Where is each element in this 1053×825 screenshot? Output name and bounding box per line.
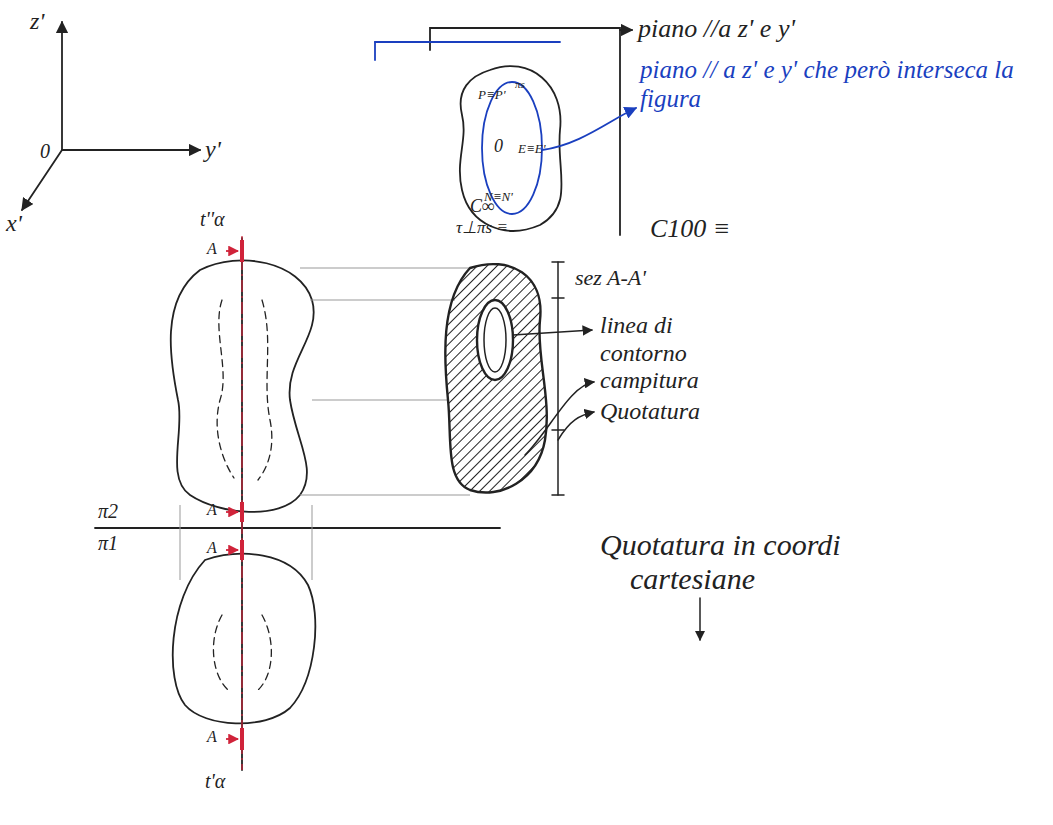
trace-label: t'α bbox=[205, 770, 225, 793]
axis-label: x' bbox=[6, 210, 22, 238]
axis-label: z' bbox=[30, 8, 44, 36]
plane-note: piano //a z' e y' bbox=[638, 14, 795, 44]
view-label: τ⊥πs ≡ bbox=[456, 218, 508, 238]
section-letter: A bbox=[207, 501, 217, 519]
axis-line bbox=[241, 238, 243, 770]
plane-label: π1 bbox=[98, 532, 118, 555]
leader-line bbox=[558, 412, 594, 440]
section-marks bbox=[226, 236, 242, 770]
section-plane bbox=[375, 41, 560, 43]
leader-line bbox=[525, 382, 594, 455]
z-axis bbox=[61, 22, 63, 150]
section-title: sez A-A' bbox=[575, 265, 646, 290]
note-text: cartesiane bbox=[630, 562, 755, 597]
point-label: πs bbox=[515, 78, 525, 91]
note-text: Quotatura in coordi bbox=[600, 528, 841, 563]
hidden-line bbox=[217, 300, 272, 480]
plane-label: π2 bbox=[98, 500, 118, 523]
axis-label: y' bbox=[205, 136, 221, 164]
callout-label: campitura bbox=[600, 367, 699, 395]
callout-label: linea di contorno bbox=[600, 312, 730, 367]
view-label: C∞ bbox=[470, 196, 495, 217]
top-view bbox=[173, 554, 316, 724]
front-view bbox=[171, 260, 314, 511]
hatched-section bbox=[445, 264, 547, 492]
leader-line bbox=[620, 29, 632, 31]
construction-lines bbox=[180, 268, 470, 580]
callout-label: Quotatura bbox=[600, 398, 700, 426]
origin-label: 0 bbox=[40, 140, 50, 163]
leader-line bbox=[542, 108, 636, 150]
hole-contour bbox=[477, 300, 513, 380]
down-arrow bbox=[699, 598, 701, 640]
plane-note: piano // a z' e y' che però interseca la… bbox=[640, 56, 1045, 114]
point-label: E≡E' bbox=[518, 142, 545, 157]
dimension-line bbox=[557, 262, 559, 495]
ground-line bbox=[95, 527, 500, 529]
view-label: C100 ≡ bbox=[650, 214, 730, 244]
section-letter: A bbox=[207, 728, 217, 746]
section-letter: A bbox=[207, 240, 217, 258]
point-label: P≡P' bbox=[478, 88, 505, 103]
leader-line bbox=[513, 330, 592, 335]
point-label: 0 bbox=[494, 136, 503, 157]
section-letter: A bbox=[207, 539, 217, 557]
plane-outline bbox=[430, 28, 620, 235]
trace-label: t''α bbox=[200, 208, 225, 231]
y-axis bbox=[62, 149, 200, 151]
